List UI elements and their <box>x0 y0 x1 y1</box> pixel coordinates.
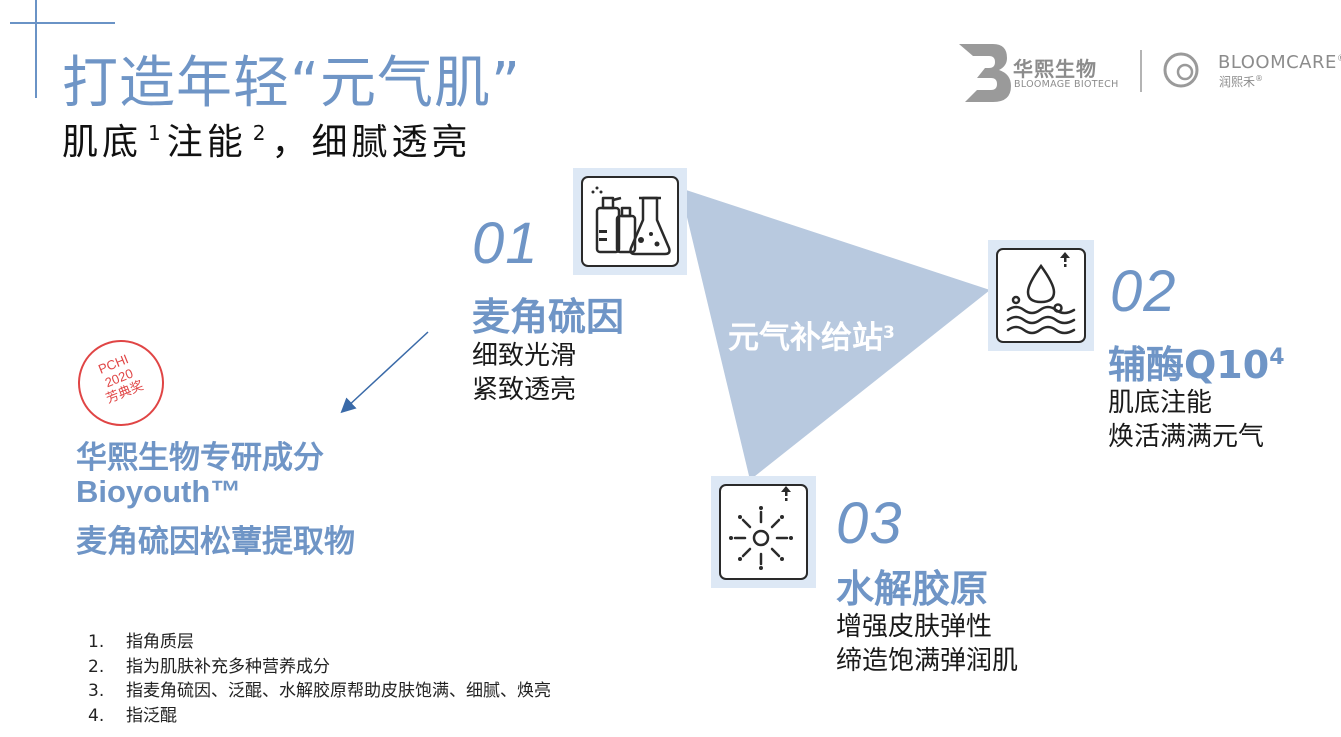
spray-bottle-flask-icon <box>591 186 671 256</box>
page-title: 打造年轻“元气肌” <box>62 51 522 116</box>
footnote-item: 2.指为肌肤补充多种营养成分 <box>88 656 330 677</box>
footnotes: 1.指角质层 2.指为肌肤补充多种营养成分 3.指麦角硫因、泛醌、水解胶原帮助皮… <box>88 630 551 728</box>
footnote-item: 3.指麦角硫因、泛醌、水解胶原帮助皮肤饱满、细腻、焕亮 <box>88 681 551 701</box>
footnote-item: 4.指泛醌 <box>88 705 177 726</box>
logo-brand-cn: 华熙生物 <box>1013 57 1097 81</box>
item-01-desc-line: 紧致透亮 <box>472 375 577 405</box>
subtitle-ref-2: 2 <box>252 121 266 145</box>
item-01-icon-box <box>573 168 687 275</box>
subtitle-part-1: 肌底 <box>62 122 143 163</box>
subtitle-part-2: 注能 <box>166 122 247 163</box>
item-02-number: 02 <box>1110 259 1177 324</box>
item-01-number: 01 <box>472 211 539 276</box>
item-03-desc: 增强皮肤弹性 缔造饱满弹润肌 <box>836 610 1018 678</box>
item-01-desc: 细致光滑 紧致透亮 <box>472 339 576 407</box>
ingredient-line-1: 华熙生物专研成分 <box>76 440 324 476</box>
item-03-desc-line: 缔造饱满弹润肌 <box>836 646 1019 676</box>
ingredient-line-3: 麦角硫因松蕈提取物 <box>76 524 355 560</box>
ingredient-line-2: Bioyouth™ <box>76 474 242 509</box>
water-drop-waves-icon <box>1006 252 1076 335</box>
item-03-desc-line: 增强皮肤弹性 <box>836 612 993 642</box>
logo-brand-en: BLOOMAGE BIOTECH <box>1014 79 1119 90</box>
item-02-desc-line: 肌底注能 <box>1108 388 1213 418</box>
hub-label: 元气补给站3 <box>728 320 895 356</box>
logo-subbrand-en: BLOOMCARE® <box>1218 52 1341 73</box>
footnote-item: 1.指角质层 <box>88 632 194 652</box>
item-03-number: 03 <box>836 491 903 556</box>
logo-subbrand-cn: 润熙禾® <box>1219 74 1264 89</box>
brand-logo <box>959 44 1199 102</box>
subtitle-ref-1: 1 <box>148 121 161 145</box>
item-03-icon-box <box>711 476 816 588</box>
item-01-title: 麦角硫因 <box>472 295 625 339</box>
bloomcare-mark-icon <box>1163 52 1199 88</box>
item-02-desc-line: 焕活满满元气 <box>1108 422 1265 452</box>
corner-line-vertical <box>35 0 37 98</box>
item-02-title: 辅酶Q104 <box>1108 343 1285 387</box>
collagen-burst-icon <box>729 486 793 570</box>
item-02-desc: 肌底注能 焕活满满元气 <box>1108 386 1264 454</box>
subtitle-part-3: ，细腻透亮 <box>271 122 472 163</box>
corner-line-horizontal <box>10 22 115 24</box>
item-01-desc-line: 细致光滑 <box>472 341 577 371</box>
bloomage-b-mark-icon <box>959 44 1011 102</box>
item-03-title: 水解胶原 <box>836 567 989 611</box>
item-02-icon-box <box>988 240 1094 351</box>
